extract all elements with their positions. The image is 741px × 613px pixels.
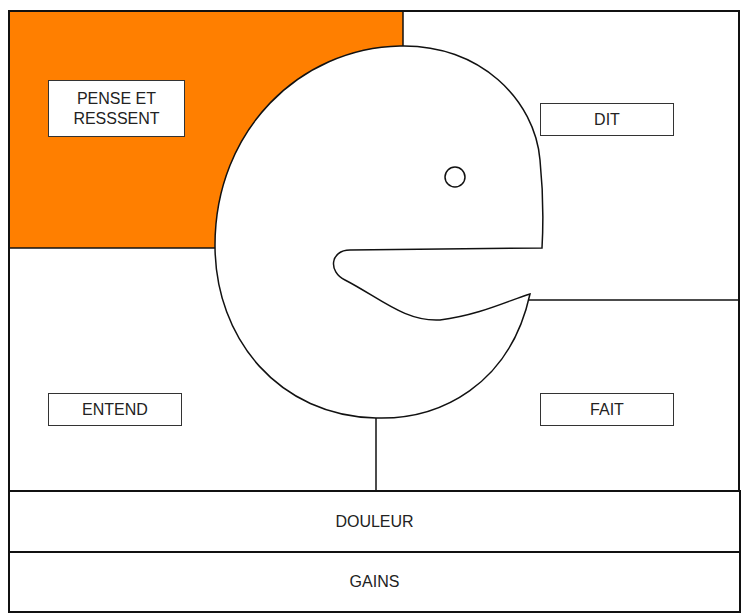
- divider-line: [520, 299, 739, 301]
- divider-line: [9, 247, 230, 249]
- quadrant-label: FAIT: [540, 393, 674, 426]
- node-text-group: GAINS: [350, 572, 400, 592]
- node-text: FAIT: [590, 400, 624, 420]
- pain-band: DOULEUR: [8, 490, 741, 553]
- node-text-group: ENTEND: [82, 400, 148, 420]
- node-text-group: FAIT: [590, 400, 624, 420]
- node-text-group: DIT: [594, 110, 620, 130]
- quadrant-label: DIT: [540, 103, 674, 136]
- node-text: DOULEUR: [335, 512, 413, 532]
- quadrant-label: PENSE ET RESSSENT: [48, 80, 185, 137]
- gain-band: GAINS: [8, 551, 741, 613]
- node-text: GAINS: [350, 572, 400, 592]
- node-text: PENSE ET RESSSENT: [55, 89, 178, 129]
- node-text: ENTEND: [82, 400, 148, 420]
- quadrant-label: ENTEND: [48, 393, 182, 426]
- head-eye: [445, 167, 465, 187]
- node-text-group: DOULEUR: [335, 512, 413, 532]
- node-text-group: PENSE ET RESSSENT: [55, 89, 178, 129]
- divider-line: [375, 410, 377, 490]
- head-silhouette: [215, 46, 543, 418]
- node-text: DIT: [594, 110, 620, 130]
